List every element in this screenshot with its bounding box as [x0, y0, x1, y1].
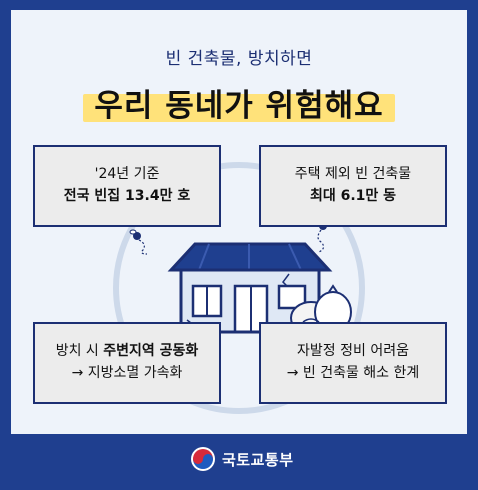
stat-card-vacant-buildings: 주택 제외 빈 건축물 최대 6.1만 동 — [259, 145, 447, 227]
fly-icon — [129, 229, 148, 255]
ministry-name: 국토교통부 — [222, 451, 294, 469]
subtitle: 빈 건축물, 방치하면 — [165, 49, 313, 69]
background-circle — [113, 162, 365, 414]
title-block: 우리 동네가 위험해요 — [71, 78, 407, 124]
footer-bar — [0, 434, 478, 490]
card-line: → 지방소멸 가속화 — [71, 365, 183, 381]
card-highlight: 주변지역 공동화 — [103, 343, 199, 360]
card-line: 방치 시 주변지역 공동화 — [56, 341, 199, 363]
title-highlight — [83, 94, 395, 122]
card-highlight: 전국 빈집 13.4만 호 — [63, 188, 191, 204]
card-line: → 빈 건축물 해소 한계 — [286, 365, 420, 381]
stat-card-maintenance: 자발정 정비 어려움 → 빈 건축물 해소 한계 — [259, 322, 447, 404]
content-panel: 빈 건축물, 방치하면 우리 동네가 위험해요 — [11, 10, 467, 434]
card-line-prefix: 방치 시 — [55, 343, 104, 360]
card-line: '24년 기준 — [94, 166, 160, 183]
abandoned-house-icon — [167, 242, 333, 334]
ministry-logo-icon — [191, 447, 215, 471]
page-title: 우리 동네가 위험해요 — [94, 88, 384, 124]
card-line: 주택 제외 빈 건축물 — [294, 166, 412, 183]
card-highlight: 최대 6.1만 동 — [309, 188, 397, 204]
stat-card-vacant-houses: '24년 기준 전국 빈집 13.4만 호 — [33, 145, 221, 227]
card-line: 자발정 정비 어려움 — [297, 343, 409, 360]
stat-card-hollowing: 방치 시 주변지역 공동화 → 지방소멸 가속화 — [33, 322, 221, 404]
